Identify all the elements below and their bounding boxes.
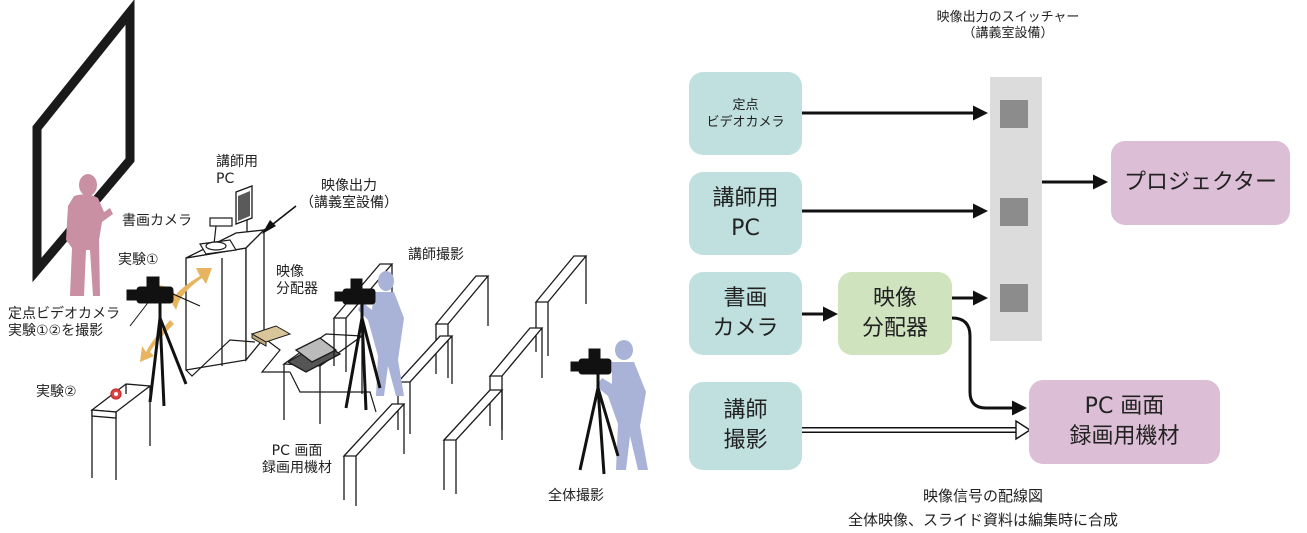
projector-box-label: プロジェクター bbox=[1123, 170, 1278, 195]
source-lecturer-shot: 講師 撮影 bbox=[689, 382, 802, 470]
source-lecturer-pc-label: 講師用 PC bbox=[712, 185, 779, 241]
distributor-box: 映像 分配器 bbox=[838, 272, 952, 355]
label-experiment2: 実験② bbox=[36, 384, 77, 400]
fixed-camera-pointer-line bbox=[129, 299, 151, 327]
label-fixed-camera: 定点ビデオカメラ 実験①②を撮影 bbox=[8, 306, 120, 339]
overall-camera-operator bbox=[570, 340, 648, 475]
switcher-input-2 bbox=[1000, 198, 1028, 226]
recorder-table bbox=[282, 333, 364, 424]
source-doc-camera-label: 書画 カメラ bbox=[712, 285, 779, 341]
label-lecturer-shot: 講師撮影 bbox=[408, 247, 464, 263]
label-lecturer-pc: 講師用 PC bbox=[216, 154, 258, 187]
doc-camera-device bbox=[199, 217, 237, 255]
classroom-illustration bbox=[32, 0, 648, 506]
video-output-pointer-arrow bbox=[262, 205, 297, 234]
label-video-output: 映像出力 （講義室設備） bbox=[300, 178, 398, 211]
cables bbox=[185, 337, 377, 413]
arrow-lecturer-shot-to-recorder bbox=[802, 419, 1032, 441]
switcher-title: 映像出力のスイッチャー （講義室設備） bbox=[936, 10, 1080, 41]
arrow-distributor-to-recorder bbox=[951, 316, 1027, 416]
caption-title: 映像信号の配線図 bbox=[922, 487, 1043, 505]
source-lecturer-pc: 講師用 PC bbox=[689, 172, 802, 255]
source-doc-camera: 書画 カメラ bbox=[689, 272, 802, 355]
label-overall-shot: 全体撮影 bbox=[548, 488, 604, 504]
source-fixed-camera: 定点 ビデオカメラ bbox=[689, 72, 802, 155]
label-doc-camera: 書画カメラ bbox=[122, 213, 192, 229]
switcher-input-3 bbox=[1000, 284, 1028, 312]
projector-box: プロジェクター bbox=[1111, 141, 1290, 225]
label-experiment1: 実験① bbox=[118, 252, 159, 268]
lecturer-camera-operator bbox=[334, 271, 404, 411]
caption-note: 全体映像、スライド資料は編集時に合成 bbox=[847, 511, 1118, 529]
distributor-device bbox=[250, 325, 292, 347]
projection-screen bbox=[32, 0, 135, 283]
switcher-input-1 bbox=[1000, 100, 1028, 128]
experiment2-table bbox=[90, 383, 152, 480]
recorder-box: PC 画面 録画用機材 bbox=[1029, 380, 1220, 464]
distributor-box-label: 映像 分配器 bbox=[861, 285, 928, 341]
lecturer-figure bbox=[66, 174, 113, 296]
fixed-video-camera bbox=[126, 276, 201, 407]
source-lecturer-shot-label: 講師 撮影 bbox=[723, 398, 768, 453]
source-fixed-camera-label: 定点 ビデオカメラ bbox=[706, 97, 785, 130]
recorder-box-label: PC 画面 録画用機材 bbox=[1069, 394, 1180, 449]
lecturer-pc-device bbox=[235, 185, 253, 232]
label-pc-recorder: PC 画面 録画用機材 bbox=[262, 443, 332, 476]
label-distributor: 映像 分配器 bbox=[276, 264, 318, 297]
